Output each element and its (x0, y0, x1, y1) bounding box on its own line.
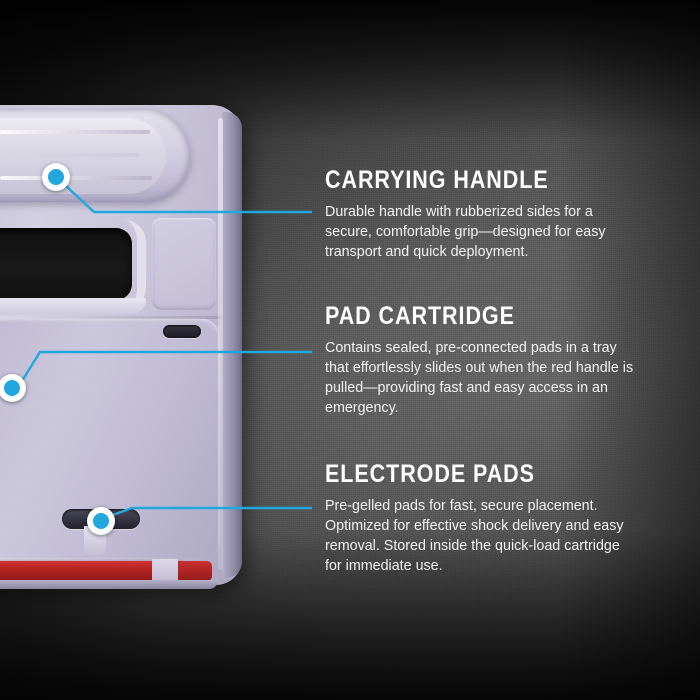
carrying-handle-opening (0, 228, 132, 300)
carrying-handle-underside (0, 298, 146, 314)
callout-block-pad-cartridge: PAD CARTRIDGE Contains sealed, pre-conne… (325, 304, 637, 418)
handle-grip-ridge (0, 153, 140, 157)
callout-marker-carrying-handle[interactable] (42, 163, 70, 191)
callout-marker-electrode-pads[interactable] (87, 507, 115, 535)
callout-title-electrode-pads: ELECTRODE PADS (325, 460, 535, 488)
callout-title-pad-cartridge: PAD CARTRIDGE (325, 302, 515, 330)
callout-body-electrode-pads: Pre-gelled pads for fast, secure placeme… (325, 498, 624, 574)
callout-marker-pad-cartridge[interactable] (0, 374, 26, 402)
device-rim-highlight (218, 118, 223, 570)
handle-grip-ridge (0, 130, 150, 134)
cartridge-vent-slot (163, 325, 201, 338)
device-right-rim (222, 112, 242, 578)
callout-block-carrying-handle: CARRYING HANDLE Durable handle with rubb… (325, 168, 637, 262)
red-pull-handle-notch (152, 559, 178, 583)
device-bottom-edge (0, 580, 218, 589)
callout-block-electrode-pads: ELECTRODE PADS Pre-gelled pads for fast,… (325, 462, 637, 576)
red-pull-handle (0, 561, 185, 581)
pad-cartridge-seam (0, 316, 222, 319)
aed-device-illustration (0, 0, 300, 700)
handle-grip-ridge (0, 176, 152, 180)
callout-body-carrying-handle: Durable handle with rubberized sides for… (325, 204, 606, 260)
callout-title-carrying-handle: CARRYING HANDLE (325, 166, 549, 194)
device-top-panel (152, 218, 216, 310)
callout-body-pad-cartridge: Contains sealed, pre-connected pads in a… (325, 340, 634, 416)
red-pull-handle-end (178, 561, 212, 581)
